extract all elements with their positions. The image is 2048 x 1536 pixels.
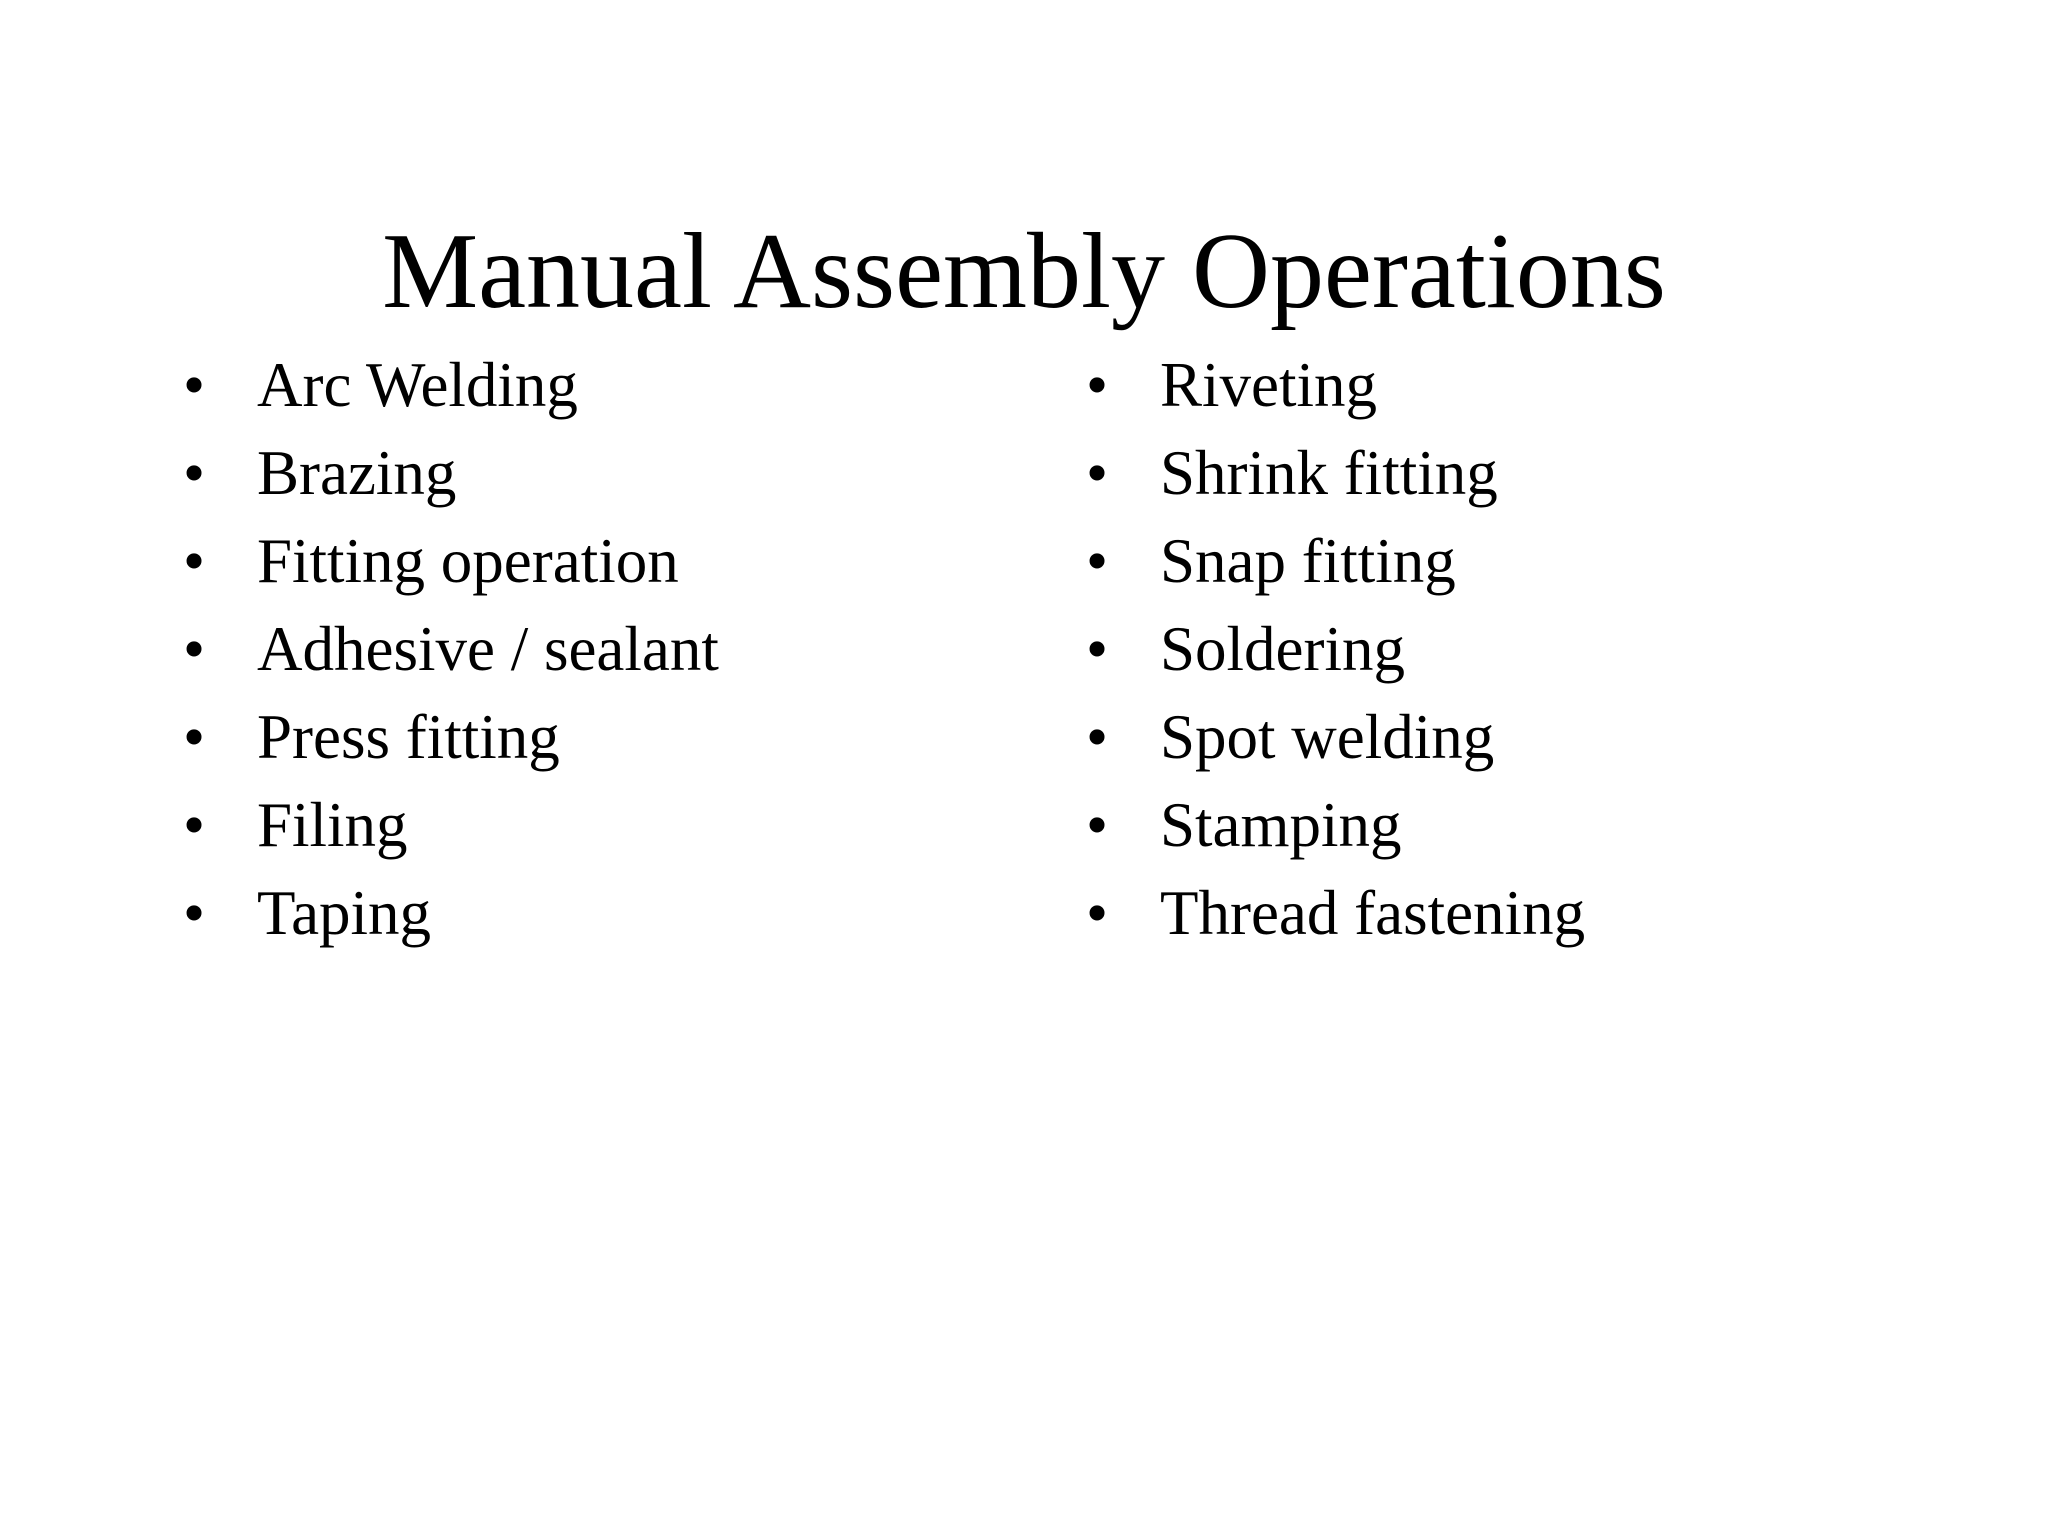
list-item-label: Spot welding — [1160, 702, 1495, 772]
bullet-icon — [183, 517, 205, 605]
list-item-label: Riveting — [1160, 350, 1377, 420]
list-item-label: Filing — [257, 790, 408, 860]
bullet-icon — [1086, 693, 1108, 781]
slide-title: Manual Assembly Operations — [382, 212, 1666, 332]
list-item-label: Thread fastening — [1160, 878, 1586, 948]
list-item: Press fitting — [183, 693, 719, 781]
bullet-icon — [1086, 341, 1108, 429]
list-item: Soldering — [1086, 605, 1585, 693]
list-item: Fitting operation — [183, 517, 719, 605]
list-item-label: Press fitting — [257, 702, 560, 772]
list-item: Thread fastening — [1086, 869, 1585, 957]
list-item: Stamping — [1086, 781, 1585, 869]
list-item: Brazing — [183, 429, 719, 517]
bullet-icon — [1086, 429, 1108, 517]
list-item-label: Fitting operation — [257, 526, 679, 596]
bullet-icon — [183, 781, 205, 869]
list-item: Adhesive / sealant — [183, 605, 719, 693]
list-item: Spot welding — [1086, 693, 1585, 781]
list-item-label: Arc Welding — [257, 350, 578, 420]
list-item: Taping — [183, 869, 719, 957]
bullet-icon — [1086, 869, 1108, 957]
list-item: Snap fitting — [1086, 517, 1585, 605]
list-item-label: Stamping — [1160, 790, 1402, 860]
list-item: Filing — [183, 781, 719, 869]
list-item: Arc Welding — [183, 341, 719, 429]
list-item-label: Soldering — [1160, 614, 1405, 684]
bullet-icon — [183, 341, 205, 429]
bullet-icon — [183, 693, 205, 781]
bullet-icon — [183, 605, 205, 693]
list-item-label: Adhesive / sealant — [257, 614, 719, 684]
list-item-label: Snap fitting — [1160, 526, 1456, 596]
bullet-list-right: Riveting Shrink fitting Snap fitting Sol… — [1086, 341, 1585, 957]
list-item-label: Brazing — [257, 438, 457, 508]
bullet-icon — [183, 429, 205, 517]
bullet-icon — [1086, 517, 1108, 605]
bullet-icon — [183, 869, 205, 957]
list-item-label: Shrink fitting — [1160, 438, 1498, 508]
list-item: Shrink fitting — [1086, 429, 1585, 517]
bullet-list-left: Arc Welding Brazing Fitting operation Ad… — [183, 341, 719, 957]
list-item-label: Taping — [257, 878, 432, 948]
list-item: Riveting — [1086, 341, 1585, 429]
bullet-icon — [1086, 605, 1108, 693]
bullet-icon — [1086, 781, 1108, 869]
